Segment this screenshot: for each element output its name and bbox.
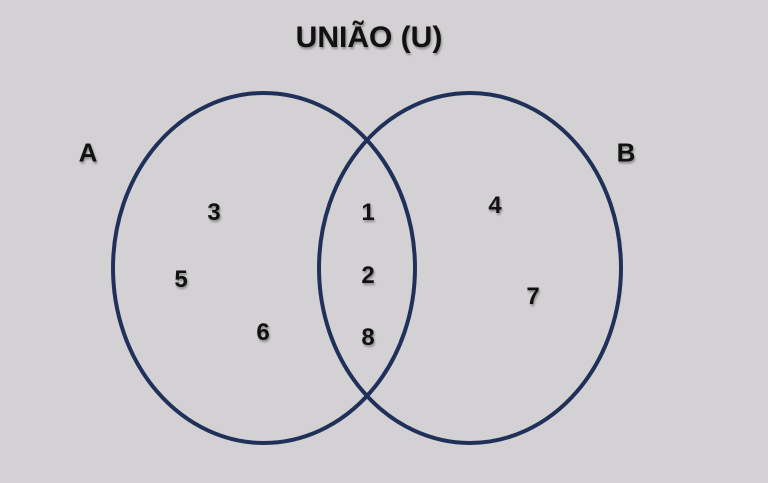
set-a-element: 3 xyxy=(207,199,221,226)
set-a-element: 5 xyxy=(174,266,188,293)
set-b-element: 7 xyxy=(526,283,540,310)
set-b-element: 4 xyxy=(488,192,502,219)
diagram-title: UNIÃO (U) xyxy=(295,21,443,54)
set-a-ellipse xyxy=(111,91,417,445)
set-a-label: A xyxy=(78,137,98,168)
intersection-element: 8 xyxy=(361,324,375,351)
set-a-element: 6 xyxy=(256,319,270,346)
intersection-element: 1 xyxy=(361,199,375,226)
set-b-ellipse xyxy=(317,91,623,445)
set-b-label: B xyxy=(616,137,636,168)
intersection-element: 2 xyxy=(361,262,375,289)
